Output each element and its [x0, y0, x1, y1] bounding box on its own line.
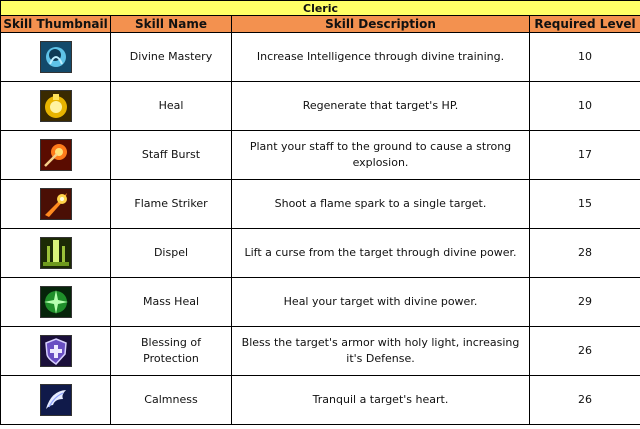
- skill-level: 29: [528, 277, 640, 327]
- divine-mastery-icon: [39, 41, 72, 73]
- skill-description-text: Bless the target's armor with holy light…: [241, 336, 520, 365]
- skill-description-text: Increase Intelligence through divine tra…: [256, 50, 505, 63]
- skill-description: Shoot a flame spark to a single target.: [231, 179, 530, 229]
- skill-name: Flame Striker: [110, 179, 232, 229]
- header-level: Required Level: [528, 15, 640, 33]
- heal-icon: [39, 90, 72, 122]
- skill-description: Heal your target with divine power.: [231, 277, 530, 327]
- skill-name: Blessing of Protection: [110, 326, 232, 376]
- skill-description-text: Regenerate that target's HP.: [302, 99, 459, 112]
- skill-name: Dispel: [110, 228, 232, 278]
- flame-striker-icon: [39, 188, 72, 220]
- dispel-icon: [39, 237, 72, 269]
- thumb-cell: [0, 81, 111, 131]
- skill-description-text: Tranquil a target's heart.: [312, 393, 449, 406]
- table-title: Cleric: [0, 0, 640, 16]
- table-row: Blessing of Protection Bless the target'…: [0, 326, 640, 376]
- blessing-of-protection-icon: [39, 335, 72, 367]
- skill-name: Divine Mastery: [110, 32, 232, 82]
- skill-description: Regenerate that target's HP.: [231, 81, 530, 131]
- skill-level: 15: [528, 179, 640, 229]
- skill-name: Heal: [110, 81, 232, 131]
- table-row: Flame Striker Shoot a flame spark to a s…: [0, 179, 640, 229]
- thumb-cell: [0, 228, 111, 278]
- skill-description: Increase Intelligence through divine tra…: [231, 32, 530, 82]
- thumb-cell: [0, 179, 111, 229]
- skill-name: Mass Heal: [110, 277, 232, 327]
- calmness-icon: [39, 384, 72, 416]
- skill-description: Tranquil a target's heart.: [231, 375, 530, 425]
- table-row: Divine Mastery Increase Intelligence thr…: [0, 32, 640, 82]
- thumb-cell: [0, 375, 111, 425]
- skill-description-text: Lift a curse from the target through div…: [244, 246, 517, 259]
- table-row: Dispel Lift a curse from the target thro…: [0, 228, 640, 278]
- skill-description-text: Heal your target with divine power.: [283, 295, 478, 308]
- skill-level: 10: [528, 32, 640, 82]
- title-row: Cleric: [0, 0, 640, 16]
- skill-level: 26: [528, 375, 640, 425]
- table-row: Heal Regenerate that target's HP. 10: [0, 81, 640, 131]
- skill-name: Staff Burst: [110, 130, 232, 180]
- staff-burst-icon: [39, 139, 72, 171]
- thumb-cell: [0, 326, 111, 376]
- skill-description: Lift a curse from the target through div…: [231, 228, 530, 278]
- header-description: Skill Description: [231, 15, 530, 33]
- table-row: Calmness Tranquil a target's heart. 26: [0, 375, 640, 425]
- skill-name: Calmness: [110, 375, 232, 425]
- skill-description: Plant your staff to the ground to cause …: [231, 130, 530, 180]
- skill-level: 26: [528, 326, 640, 376]
- header-name: Skill Name: [110, 15, 232, 33]
- skill-description-text: Shoot a flame spark to a single target.: [274, 197, 487, 210]
- table-row: Staff Burst Plant your staff to the grou…: [0, 130, 640, 180]
- thumb-cell: [0, 130, 111, 180]
- skill-description: Bless the target's armor with holy light…: [231, 326, 530, 376]
- table-row: Mass Heal Heal your target with divine p…: [0, 277, 640, 327]
- header-thumbnail: Skill Thumbnail: [0, 15, 111, 33]
- skill-level: 17: [528, 130, 640, 180]
- skill-level: 28: [528, 228, 640, 278]
- header-row: Skill Thumbnail Skill Name Skill Descrip…: [0, 15, 640, 33]
- skill-level: 10: [528, 81, 640, 131]
- skill-description-text: Plant your staff to the ground to cause …: [249, 140, 512, 169]
- skill-name-text: Blessing of Protection: [141, 336, 201, 365]
- mass-heal-icon: [39, 286, 72, 318]
- thumb-cell: [0, 277, 111, 327]
- thumb-cell: [0, 32, 111, 82]
